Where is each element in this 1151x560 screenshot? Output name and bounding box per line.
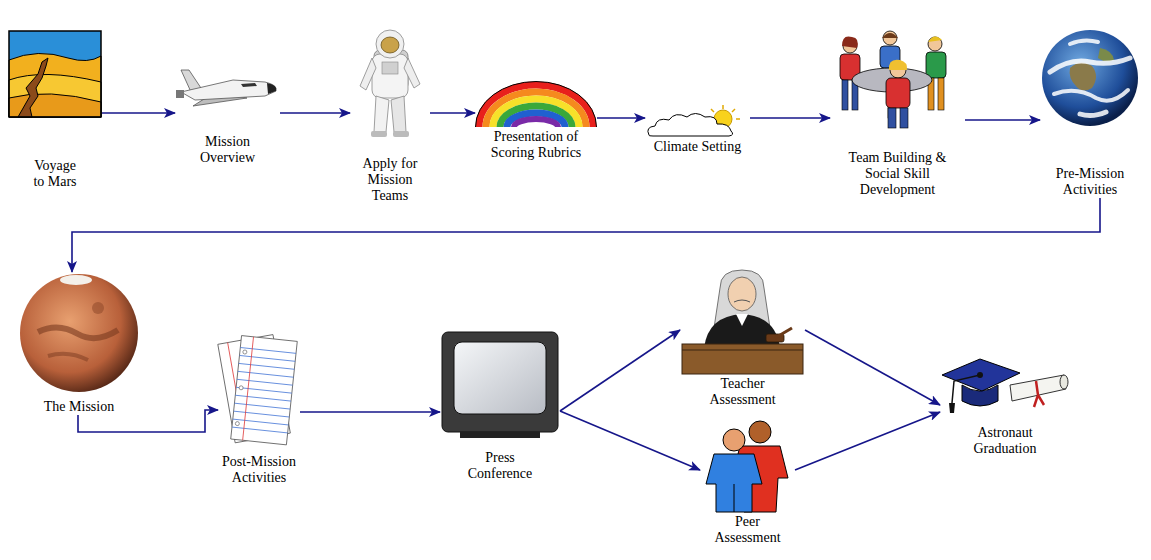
flow-arrow bbox=[102, 112, 175, 114]
step-node: Teacher Assessment bbox=[680, 268, 805, 408]
cloud-picture bbox=[645, 105, 750, 137]
flow-arrow bbox=[430, 112, 475, 114]
papers-picture bbox=[218, 328, 300, 450]
tv-picture bbox=[440, 330, 560, 440]
step-node: Voyage to Mars bbox=[8, 30, 102, 190]
step-label: Press Conference bbox=[461, 450, 539, 482]
peers-picture bbox=[700, 418, 795, 514]
step-node: Peer Assessment bbox=[700, 418, 795, 546]
step-label: Apply for Mission Teams bbox=[359, 156, 421, 204]
step-label: Post-Mission Activities bbox=[218, 454, 300, 486]
step-label: Climate Setting bbox=[645, 139, 750, 155]
flow-arrow bbox=[965, 119, 1040, 121]
shuttle-picture bbox=[175, 62, 280, 108]
earth-picture bbox=[1040, 28, 1140, 128]
step-node: Team Building & Social Skill Development bbox=[830, 30, 965, 198]
flow-arrow bbox=[560, 330, 680, 411]
step-label: Team Building & Social Skill Development bbox=[849, 150, 947, 198]
step-label: Teacher Assessment bbox=[704, 376, 782, 408]
step-node: Pre-Mission Activities bbox=[1040, 28, 1140, 198]
graduation-picture bbox=[940, 345, 1070, 420]
flow-arrow bbox=[72, 198, 1100, 272]
flow-arrow bbox=[795, 412, 940, 470]
step-node: Post-Mission Activities bbox=[218, 328, 300, 486]
step-label: Presentation of Scoring Rubrics bbox=[480, 129, 592, 161]
step-label: Mission Overview bbox=[196, 134, 260, 166]
step-node: Mission Overview bbox=[175, 62, 280, 166]
step-label: The Mission bbox=[24, 399, 134, 415]
rainbow-picture bbox=[475, 83, 597, 127]
flow-arrow bbox=[597, 117, 645, 119]
step-label: Voyage to Mars bbox=[27, 158, 83, 190]
team-picture bbox=[830, 30, 965, 130]
flow-arrow bbox=[560, 411, 700, 470]
flow-arrow bbox=[300, 411, 440, 413]
step-label: Peer Assessment bbox=[709, 514, 787, 546]
step-node: Press Conference bbox=[440, 330, 560, 482]
judge-picture bbox=[680, 268, 805, 376]
astronaut-picture bbox=[350, 28, 430, 140]
step-label: Astronaut Graduation bbox=[965, 425, 1045, 457]
flow-arrow bbox=[280, 112, 350, 114]
mars-picture bbox=[18, 272, 140, 394]
desert-picture bbox=[8, 30, 102, 118]
flow-arrow bbox=[805, 330, 940, 405]
step-node: Presentation of Scoring Rubrics bbox=[475, 83, 597, 161]
step-node: Apply for Mission Teams bbox=[350, 28, 430, 204]
step-node: Astronaut Graduation bbox=[940, 345, 1070, 457]
step-node: Climate Setting bbox=[645, 105, 750, 155]
flow-arrow bbox=[750, 117, 830, 119]
step-node: The Mission bbox=[18, 272, 140, 415]
step-label: Pre-Mission Activities bbox=[1049, 166, 1131, 198]
